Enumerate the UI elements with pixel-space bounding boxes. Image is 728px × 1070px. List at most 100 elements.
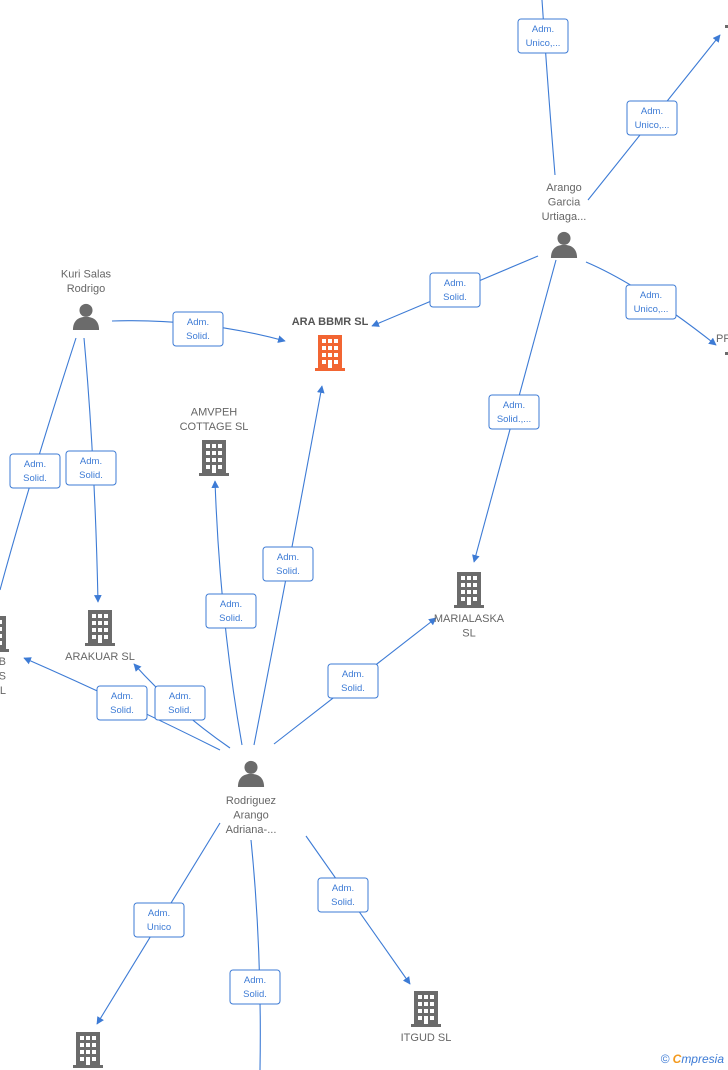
node-label: ITGUD SL bbox=[401, 1032, 452, 1044]
edge-label-e7[interactable]: Adm. Solid. bbox=[65, 450, 117, 486]
edge-label-text: Adm. bbox=[640, 290, 662, 301]
edge-label-e14[interactable]: Adm.Solid. bbox=[317, 877, 369, 913]
edge-label-e4[interactable]: Adm. Unico,... bbox=[625, 284, 677, 320]
edge-label-text: Unico,... bbox=[634, 304, 669, 315]
node-label: Garcia bbox=[548, 197, 581, 209]
edge-label-box bbox=[172, 311, 224, 347]
edge-label-text: Unico bbox=[147, 922, 171, 933]
edge-label-text: Adm. bbox=[24, 459, 46, 470]
edge-label-text: Adm. bbox=[641, 106, 663, 117]
node-label: Kuri Salas bbox=[61, 269, 112, 281]
edge-label-text: Solid. bbox=[79, 470, 103, 481]
edge-label-text: Solid.,... bbox=[497, 414, 531, 425]
edge-label-text: Adm. bbox=[342, 669, 364, 680]
footer-brand[interactable]: ©Cmpresia bbox=[661, 1052, 724, 1066]
edge-label-text: Adm. bbox=[148, 908, 170, 919]
edge-label-box bbox=[229, 969, 281, 1005]
edge-label-box bbox=[317, 877, 369, 913]
edge-label-e1[interactable]: Adm. Unico,... bbox=[517, 18, 569, 54]
edge-label-text: Solid. bbox=[219, 613, 243, 624]
edge-label-box bbox=[262, 546, 314, 582]
edge-label-text: Adm. bbox=[244, 975, 266, 986]
edge-label-e10[interactable]: Adm. Solid. bbox=[205, 593, 257, 629]
copyright-symbol: © bbox=[660, 1052, 670, 1066]
edge-label-e5[interactable]: Adm. Solid.,... bbox=[488, 394, 540, 430]
edge-label-text: Solid. bbox=[23, 473, 47, 484]
edge-label-box bbox=[205, 593, 257, 629]
edge-label-text: Adm. bbox=[169, 691, 191, 702]
edge-label-text: Solid. bbox=[443, 292, 467, 303]
person-icon bbox=[550, 231, 578, 258]
edge-label-box bbox=[154, 685, 206, 721]
edge-label-e11[interactable]: Adm. Solid. bbox=[96, 685, 148, 721]
edge-label-e6[interactable]: Adm. Solid. bbox=[172, 311, 224, 347]
edge-label-text: Solid. bbox=[168, 705, 192, 716]
edge-label-e12[interactable]: Adm. Solid. bbox=[154, 685, 206, 721]
edge-label-text: Unico,... bbox=[526, 38, 561, 49]
node-bottom_company[interactable] bbox=[73, 1032, 103, 1068]
edge-label-box bbox=[327, 663, 379, 699]
node-label: Rodrigo bbox=[67, 283, 106, 295]
edge-label-box bbox=[429, 272, 481, 308]
person-icon bbox=[237, 760, 265, 787]
node-label: ARA BBMR SL bbox=[292, 316, 369, 328]
building-icon bbox=[73, 1032, 103, 1068]
edge-label-text: Adm. bbox=[277, 552, 299, 563]
node-label: COTTAGE SL bbox=[180, 421, 249, 433]
edge-label-text: Adm. bbox=[220, 599, 242, 610]
edge-label-e8[interactable]: Adm. Solid. bbox=[9, 453, 61, 489]
building-icon bbox=[411, 991, 441, 1027]
edge-label-box bbox=[625, 284, 677, 320]
node-arakuar[interactable]: ARAKUAR SL bbox=[65, 610, 135, 663]
edge-label-box bbox=[96, 685, 148, 721]
edge-label-e16[interactable]: Adm. Solid. bbox=[229, 969, 281, 1005]
edge-label-text: Solid. bbox=[341, 683, 365, 694]
edge-label-text: Adm. bbox=[503, 400, 525, 411]
building-icon bbox=[199, 440, 229, 476]
edge-line-e16 bbox=[250, 839, 261, 1070]
edge-label-text: Adm. bbox=[80, 456, 102, 467]
node-ara[interactable]: ARA BBMR SL bbox=[292, 316, 369, 371]
node-label: Adriana-... bbox=[226, 824, 277, 836]
edge-label-text: Adm. bbox=[532, 24, 554, 35]
edge-label-e13[interactable]: Adm. Solid. bbox=[327, 663, 379, 699]
node-label: Urtiaga... bbox=[542, 211, 587, 223]
node-arango[interactable]: ArangoGarciaUrtiaga... bbox=[542, 182, 587, 258]
edge-label-text: Solid. bbox=[186, 331, 210, 342]
edge-label-e15[interactable]: Adm. Unico bbox=[133, 902, 185, 938]
edge-label-text: Adm. bbox=[187, 317, 209, 328]
node-label: PF bbox=[716, 333, 728, 345]
node-right_company[interactable]: PF bbox=[716, 319, 728, 355]
edge-label-box bbox=[626, 100, 678, 136]
node-amvpeh[interactable]: AMVPEH COTTAGE SL bbox=[180, 407, 249, 477]
edge-label-e3[interactable]: Adm. Solid. bbox=[429, 272, 481, 308]
node-label: AMVPEH bbox=[191, 407, 238, 419]
edge-label-e9[interactable]: Adm.Solid. bbox=[262, 546, 314, 582]
node-rodriguez[interactable]: RodriguezArangoAdriana-... bbox=[226, 760, 277, 836]
node-label: Arango bbox=[233, 810, 268, 822]
node-itgud[interactable]: ITGUD SL bbox=[401, 991, 452, 1044]
building-icon bbox=[0, 616, 9, 652]
edge-label-text: Solid. bbox=[110, 705, 134, 716]
edge-label-text: Adm. bbox=[444, 278, 466, 289]
node-label: ARAKUAR SL bbox=[65, 651, 135, 663]
node-label: SL bbox=[462, 628, 475, 640]
building-icon bbox=[315, 335, 345, 371]
edge-label-box bbox=[9, 453, 61, 489]
edge-label-box bbox=[488, 394, 540, 430]
node-marialaska[interactable]: MARIALASKA SL bbox=[434, 572, 505, 640]
building-icon bbox=[454, 572, 484, 608]
edge-label-box bbox=[133, 902, 185, 938]
edge-label-text: Unico,... bbox=[635, 120, 670, 131]
node-label: ONES bbox=[0, 671, 6, 683]
node-label: Arango bbox=[546, 182, 581, 194]
edge-label-text: Adm. bbox=[111, 691, 133, 702]
node-label: MARIALASKA bbox=[434, 613, 505, 625]
node-left_company[interactable]: OBONESL bbox=[0, 616, 9, 697]
person-icon bbox=[72, 303, 100, 330]
edge-label-text: Solid. bbox=[243, 989, 267, 1000]
node-label: OB bbox=[0, 656, 6, 668]
edge-label-e2[interactable]: Adm. Unico,... bbox=[626, 100, 678, 136]
